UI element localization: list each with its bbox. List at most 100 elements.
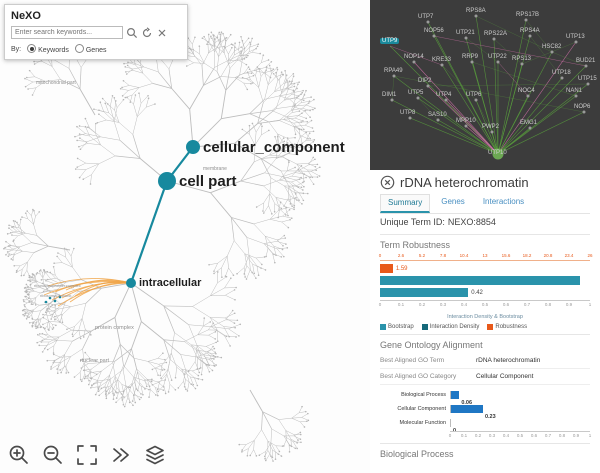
ontology-tree-canvas[interactable]: mitochondrial part membrane protein comple… <box>0 0 371 473</box>
tree-term-label[interactable]: membrane <box>203 166 227 172</box>
tab-summary[interactable]: Summary <box>380 194 431 213</box>
go-alignment-title: Gene Ontology Alignment <box>380 340 483 350</box>
go-score-category: Molecular Function <box>399 420 446 426</box>
legend-swatch <box>380 324 386 330</box>
gene-node-label[interactable]: NOP56 <box>424 28 444 34</box>
tree-term-label[interactable]: nuclear part <box>80 358 110 364</box>
gene-node-label[interactable]: UTP8 <box>400 110 416 116</box>
radio-genes[interactable]: Genes <box>74 44 107 54</box>
gene-node-label[interactable]: RPS4A <box>520 28 540 34</box>
zoom-out-button[interactable] <box>40 443 66 469</box>
gene-node-label[interactable]: DIM1 <box>382 92 397 98</box>
axis-tick-label: 0.6 <box>530 433 538 438</box>
gene-node-label[interactable]: UTP6 <box>466 92 482 98</box>
tree-term-label[interactable]: ribonucleoprotein complex <box>34 283 81 288</box>
expand-collapse-button[interactable] <box>108 443 134 469</box>
gene-node-label[interactable]: UTP10 <box>488 150 507 156</box>
clear-icon[interactable] <box>156 27 168 39</box>
tree-node-label[interactable]: intracellular <box>139 276 202 289</box>
network-view[interactable]: UTP9 UTP7 RPS8A RPS17B UTP13 NOP56 UTP21 RPS22A… <box>370 0 600 170</box>
gene-node-label[interactable]: RPS17B <box>516 12 540 18</box>
gene-node-label[interactable]: UTP13 <box>566 34 585 40</box>
radio-genes-dot[interactable] <box>74 44 84 53</box>
axis-tick-label: 0.4 <box>460 302 468 307</box>
axis-tick-label: 1 <box>588 302 592 307</box>
gene-node-label[interactable]: UTP15 <box>578 76 597 82</box>
radio-keywords-dot[interactable] <box>27 44 37 53</box>
axis-tick-label: 20.8 <box>543 253 553 258</box>
radio-genes-label: Genes <box>85 47 107 54</box>
axis-tick-label: 7.8 <box>439 253 447 258</box>
double-chevron-icon <box>113 448 129 462</box>
gene-node-label[interactable]: MPP10 <box>456 118 476 124</box>
tab-interactions[interactable]: Interactions <box>482 197 525 206</box>
gene-node-label[interactable]: RPS8A <box>466 8 486 14</box>
gene-node-label[interactable]: KRE33 <box>432 57 452 63</box>
axis-tick-label: 0.8 <box>544 302 552 307</box>
gene-node-label[interactable]: NOP6 <box>574 104 591 110</box>
robustness-bar-row <box>380 276 590 285</box>
search-panel: NeXO By: Keywords Genes <box>4 4 188 60</box>
go-score-track: 0 <box>450 419 590 434</box>
gene-node-label[interactable]: UTP7 <box>418 14 434 20</box>
term-detail-panel: rDNA heterochromatin Summary Genes Inter… <box>370 170 600 473</box>
layers-button[interactable] <box>142 443 168 469</box>
radio-keywords[interactable]: Keywords <box>27 44 69 54</box>
fit-to-window-button[interactable] <box>74 443 100 469</box>
axis-tick-label: 0.7 <box>523 302 531 307</box>
go-score-value: 0.23 <box>484 414 496 420</box>
axis-tick-label: 0.9 <box>572 433 580 438</box>
fit-to-window-icon <box>77 445 97 465</box>
search-input[interactable] <box>11 26 123 39</box>
robustness-xlabel: Interaction Density & Bootstrap <box>447 314 523 320</box>
gene-node-label[interactable]: SAS10 <box>428 112 447 118</box>
gene-node-label[interactable]: UTP4 <box>436 92 452 98</box>
tree-node-label[interactable]: cellular_component <box>203 138 345 156</box>
tree-term-label[interactable]: ribosomal subunit <box>40 293 72 298</box>
gene-node-label[interactable]: UTP18 <box>552 70 571 76</box>
axis-tick-label: 15.6 <box>501 253 511 258</box>
axis-tick-label: 1 <box>588 433 592 438</box>
gene-node-label[interactable]: EMG1 <box>520 120 538 126</box>
app-title: NeXO <box>11 10 41 22</box>
gene-node-label[interactable]: UTP9 <box>380 38 400 44</box>
search-by-label: By: <box>11 45 22 53</box>
detail-tabs: Summary Genes Interactions <box>380 194 590 214</box>
axis-tick-label: 26 <box>587 253 593 258</box>
tree-node-label[interactable]: cell part <box>179 172 237 190</box>
axis-tick-label: 0.4 <box>502 433 510 438</box>
gene-node-label[interactable]: RRP9 <box>462 54 479 60</box>
zoom-in-icon <box>9 445 28 464</box>
refresh-icon[interactable] <box>141 26 153 39</box>
axis-tick-label: 0.6 <box>502 302 510 307</box>
tab-genes[interactable]: Genes <box>441 197 465 206</box>
gene-node-label[interactable]: UTP21 <box>456 30 475 36</box>
gene-node-label[interactable]: NOP14 <box>404 54 424 60</box>
axis-tick-label: 0 <box>448 433 452 438</box>
legend-item: Bootstrap <box>380 324 414 330</box>
gene-node-label[interactable]: RPA49 <box>384 68 403 74</box>
gene-node-label[interactable]: RPS22A <box>484 31 508 37</box>
search-icon[interactable] <box>126 27 138 39</box>
close-icon[interactable] <box>380 175 395 190</box>
go-score-value: 0.06 <box>461 400 473 406</box>
gene-node-label[interactable]: NOC4 <box>518 88 535 94</box>
gene-node-label[interactable]: RPS13 <box>512 56 532 62</box>
gene-node-label[interactable]: NAN1 <box>566 88 583 94</box>
go-score-category: Cellular Component <box>397 406 446 412</box>
gene-node-label[interactable]: HSC82 <box>542 44 562 50</box>
gene-node-label[interactable]: BUD21 <box>576 58 596 64</box>
tree-term-label[interactable]: mitochondrial part <box>36 80 76 86</box>
axis-tick-label: 0.5 <box>516 433 524 438</box>
gene-node-label[interactable]: PWP2 <box>482 124 500 130</box>
legend-swatch <box>421 324 428 330</box>
axis-tick-label: 0.5 <box>481 302 489 307</box>
gene-node-label[interactable]: UTP5 <box>408 90 424 96</box>
gene-node-label[interactable]: UTP22 <box>488 54 507 60</box>
gene-node-label[interactable]: DIP2 <box>418 78 432 84</box>
zoom-in-button[interactable] <box>6 443 32 469</box>
axis-tick-label: 0 <box>378 253 382 258</box>
tree-term-label[interactable]: protein complex <box>95 325 134 331</box>
